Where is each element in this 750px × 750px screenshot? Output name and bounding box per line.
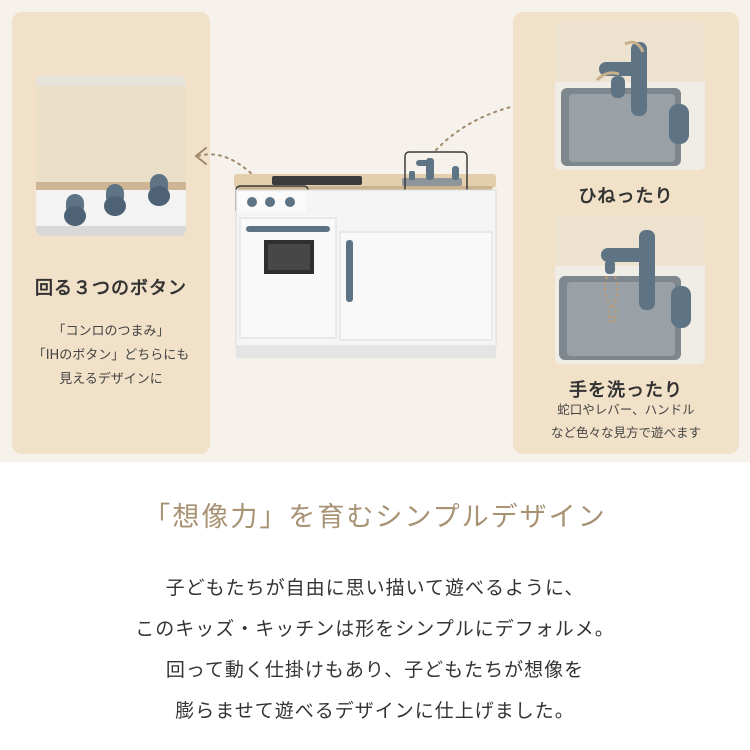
hand-wash-photo [555, 216, 705, 364]
body-line: 回って動く仕掛けもあり、子どもたちが想像を [165, 659, 585, 681]
card-line: 「IHのボタン」どちらにも [32, 348, 190, 363]
hand-wash-illustration [555, 216, 705, 364]
knobs-closeup-photo [36, 76, 186, 236]
headline: 「想像力」を育むシンプルデザイン [143, 502, 607, 533]
body-line: 子どもたちが自由に思い描いて遊べるように、 [165, 577, 585, 599]
knobs-illustration [36, 76, 186, 236]
faucet-twist-illustration [555, 22, 705, 170]
arrow-to-knobs [197, 153, 257, 179]
caption-wash: 手を洗ったり [569, 380, 683, 401]
card-title-buttons: 回る３つのボタン [35, 278, 187, 299]
body-text: 子どもたちが自由に思い描いて遊べるように、 このキッズ・キッチンは形をシンプルに… [0, 568, 750, 732]
feature-card-faucet: ひねったり 手を洗ったり 蛇口やレバー、ハンドル など色々な見方で遊べます [513, 12, 739, 454]
knob-left [64, 194, 86, 226]
faucet-twist-photo [555, 22, 705, 170]
body-line: 膨らませて遊べるデザインに仕上げました。 [175, 700, 575, 722]
knob-middle [104, 184, 126, 216]
card-line: 「コンロのつまみ」 [52, 324, 170, 339]
kitchen-illustration [186, 88, 516, 378]
card-line: 見えるデザインに [59, 372, 163, 387]
feature-card-buttons: 回る３つのボタン 「コンロのつまみ」 「IHのボタン」どちらにも 見えるデザイン… [12, 12, 210, 454]
card-line: 蛇口やレバー、ハンドル [557, 402, 695, 417]
knob-right [148, 174, 170, 206]
card-description-buttons: 「コンロのつまみ」 「IHのボタン」どちらにも 見えるデザインに [12, 320, 210, 392]
card-line: など色々な見方で遊べます [550, 425, 701, 440]
card-description-faucet: 蛇口やレバー、ハンドル など色々な見方で遊べます [513, 398, 739, 444]
arrow-to-faucet [435, 104, 516, 151]
caption-twist: ひねったり [578, 186, 674, 207]
body-line: このキッズ・キッチンは形をシンプルにデフォルメ。 [135, 618, 615, 640]
